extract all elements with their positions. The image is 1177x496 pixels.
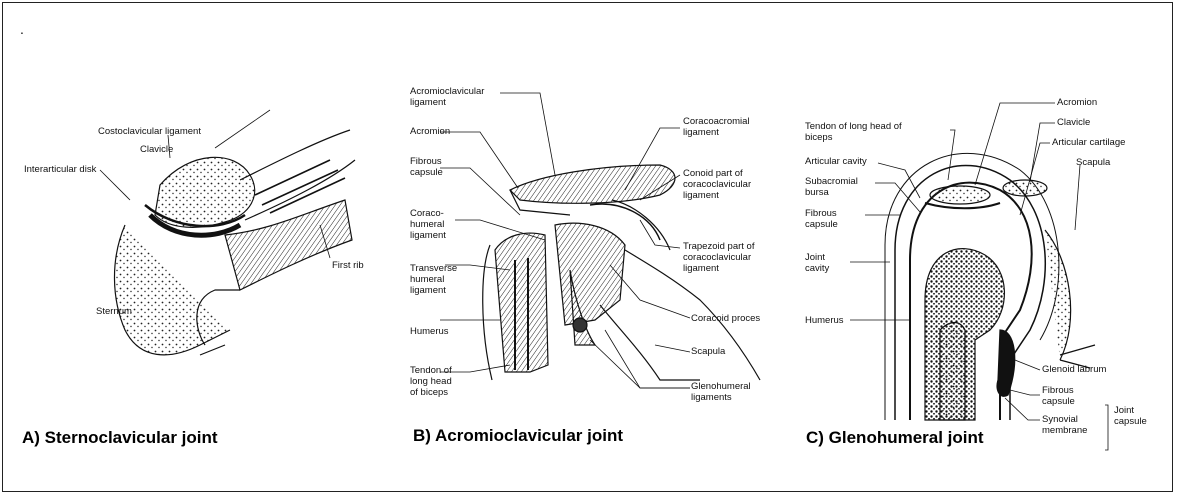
label-fibrous-capsule-c2: Fibrous capsule xyxy=(1042,385,1092,407)
label-joint-cavity: Joint cavity xyxy=(805,252,845,274)
label-interarticular-disk: Interarticular disk xyxy=(24,164,96,175)
label-acromioclavicular-ligament: Acromioclavicular ligament xyxy=(410,86,510,108)
label-tendon-biceps-b: Tendon of long head of biceps xyxy=(410,365,460,398)
label-synovial-membrane: Synovial membrane xyxy=(1042,414,1097,436)
label-articular-cavity: Articular cavity xyxy=(805,156,867,167)
label-tendon-biceps-c: Tendon of long head of biceps xyxy=(805,121,930,143)
caption-glenohumeral: C) Glenohumeral joint xyxy=(806,428,984,448)
label-coracoid-process: Coracoid proces xyxy=(691,313,760,324)
label-joint-capsule: Joint capsule xyxy=(1114,405,1159,427)
label-first-rib: First rib xyxy=(332,260,364,271)
label-glenoid-labrum: Glenoid labrum xyxy=(1042,364,1106,375)
label-coracoacromial-ligament: Coracoacromial ligament xyxy=(683,116,758,138)
label-fibrous-capsule-c: Fibrous capsule xyxy=(805,208,855,230)
label-humerus-c: Humerus xyxy=(805,315,844,326)
caption-acromioclavicular: B) Acromioclavicular joint xyxy=(413,426,623,446)
label-acromion: Acromion xyxy=(410,126,450,137)
label-clavicle: Clavicle xyxy=(140,144,173,155)
caption-sternoclavicular: A) Sternoclavicular joint xyxy=(22,428,218,448)
label-articular-cartilage: Articular cartilage xyxy=(1052,137,1125,148)
label-sternum: Sternum xyxy=(96,306,132,317)
label-coracohumeral-ligament: Coraco- humeral ligament xyxy=(410,208,465,241)
label-costoclavicular-ligament: Costoclavicular ligament xyxy=(98,126,201,137)
label-scapula-b: Scapula xyxy=(691,346,725,357)
label-scapula-c: Scapula xyxy=(1076,157,1110,168)
sternoclavicular-drawing xyxy=(100,110,355,355)
label-fibrous-capsule: Fibrous capsule xyxy=(410,156,460,178)
label-subacromial-bursa: Subacromial bursa xyxy=(805,176,875,198)
label-glenohumeral-ligaments: Glenohumeral ligaments xyxy=(691,381,766,403)
label-humerus-b: Humerus xyxy=(410,326,449,337)
label-transverse-humeral-ligament: Transverse humeral ligament xyxy=(410,263,470,296)
label-conoid-part: Conoid part of coracoclavicular ligament xyxy=(683,168,783,201)
label-trapezoid-part: Trapezoid part of coracoclavicular ligam… xyxy=(683,241,783,274)
label-acromion-c: Acromion xyxy=(1057,97,1097,108)
label-clavicle-c: Clavicle xyxy=(1057,117,1090,128)
